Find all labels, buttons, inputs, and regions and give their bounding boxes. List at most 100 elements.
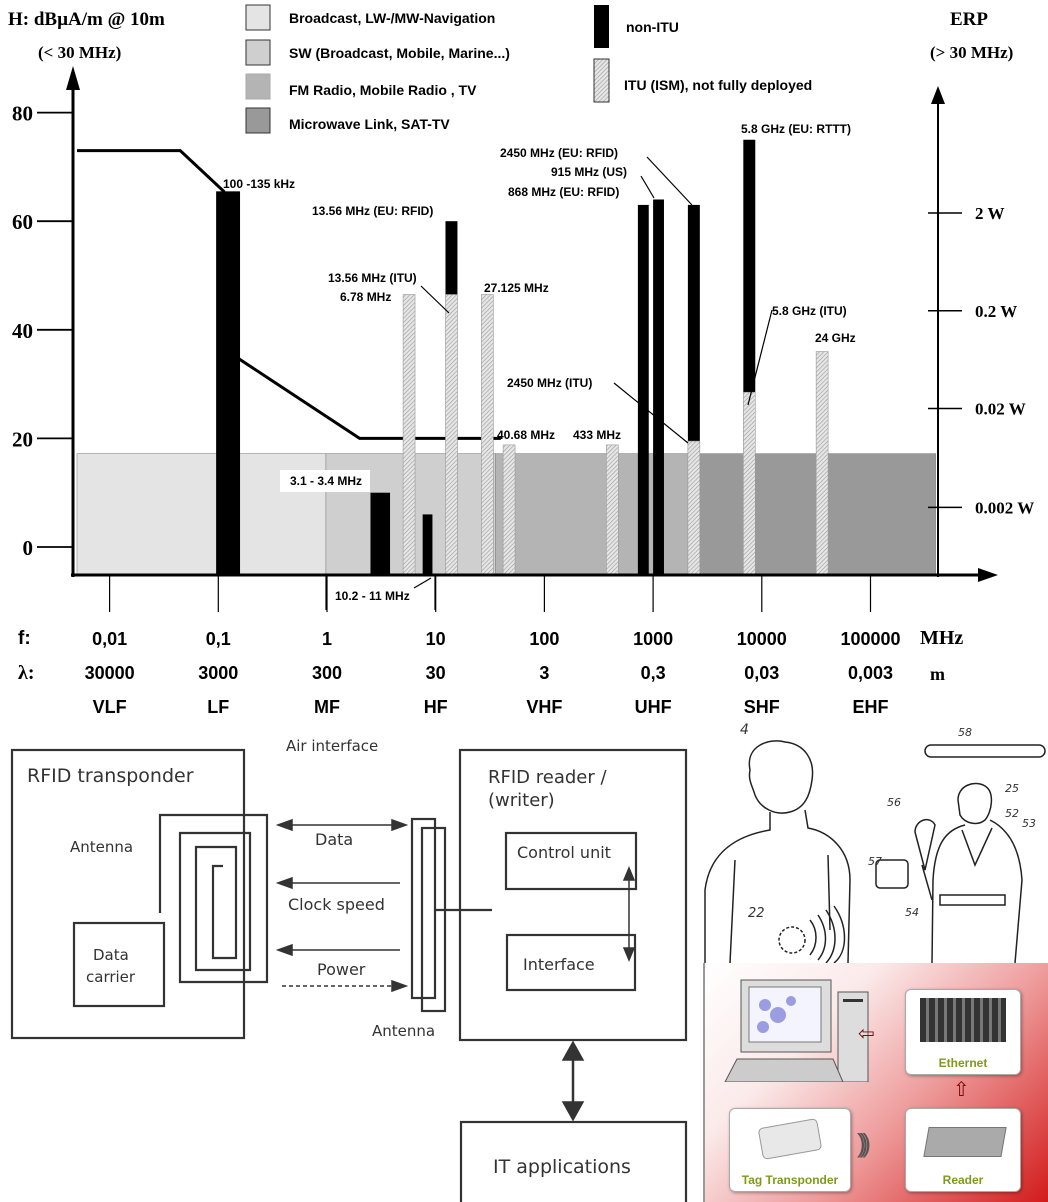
- y2-axis-title: ERP: [950, 9, 988, 30]
- handheld-device: [914, 818, 936, 901]
- data-carrier-line2: carrier: [86, 968, 136, 986]
- y-tick-label-80: 80: [12, 102, 33, 126]
- signal-power-label: Power: [317, 960, 366, 979]
- x-tick-lambda-1: 3000: [198, 663, 238, 683]
- legend-swatch-fm: [245, 73, 271, 100]
- limit-line: [76, 149, 501, 440]
- legend-swatch-microwave: [245, 107, 271, 134]
- bar-itu-5: [481, 294, 494, 576]
- x-band-4: VHF: [526, 697, 562, 717]
- label-100-135khz: 100 -135 kHz: [223, 177, 295, 191]
- label-13-56-itu: 13.56 MHz (ITU): [328, 271, 417, 285]
- x-tick-lambda-3: 30: [426, 663, 446, 683]
- x-band-5: UHF: [635, 697, 672, 717]
- y-axis-arrow: [66, 66, 80, 90]
- clock-arrow-head: [275, 876, 293, 890]
- reader-title-line1: RFID reader /: [488, 767, 607, 788]
- bar-itu-11: [743, 391, 756, 576]
- rfid-network-graphic: ⇦ Ethernet ⇧ Tag Transponder ))) Reader: [703, 963, 1048, 1202]
- legend-swatch-sw: [245, 39, 271, 66]
- label-13-56-eu: 13.56 MHz (EU: RFID): [312, 204, 433, 218]
- bar-non-itu-1: [370, 492, 391, 575]
- rfid-block-diagram: Air interface RFID transponder Antenna D…: [10, 737, 688, 1202]
- label-5-8-rttt: 5.8 GHz (EU: RTTT): [741, 122, 851, 136]
- it-applications-box: [459, 1120, 688, 1202]
- patent-label-58: 58: [958, 726, 972, 739]
- f-row-label: f:: [18, 628, 31, 649]
- reader-it-arrow-up: [561, 1040, 585, 1061]
- x-tick-lambda-6: 0,03: [744, 663, 779, 683]
- x-band-0: VLF: [93, 697, 127, 717]
- data-carrier-line1: Data: [93, 946, 129, 964]
- air-interface-label: Air interface: [286, 737, 378, 755]
- y2-tick-label-1: 0.2 W: [975, 302, 1017, 321]
- reader-antenna-front: [410, 817, 437, 1000]
- control-panel: [875, 859, 909, 889]
- label-2450-itu: 2450 MHz (ITU): [507, 376, 592, 390]
- y2-axis-arrow: [931, 86, 945, 104]
- legend: Broadcast, LW-/MW-Navigation SW (Broadca…: [245, 4, 812, 134]
- reader-box: [458, 748, 688, 1042]
- patent-label-53: 53: [1022, 817, 1036, 830]
- legend-label-itu: ITU (ISM), not fully deployed: [624, 77, 812, 93]
- x-tick-f-3: 10: [426, 629, 446, 649]
- transponder-coil: [158, 813, 269, 984]
- legend-label-microwave: Microwave Link, SAT-TV: [289, 116, 450, 132]
- control-unit-label: Control unit: [517, 843, 611, 862]
- y-tick-label-20: 20: [12, 427, 33, 451]
- tag-label: Tag Transponder: [741, 1173, 839, 1187]
- transponder-box: [10, 748, 246, 1040]
- lambda-unit-label: m: [930, 664, 945, 684]
- patent-label-52: 52: [1005, 807, 1019, 820]
- label-868: 868 MHz (EU: RFID): [508, 185, 619, 199]
- f-unit-label: MHz: [920, 627, 963, 649]
- legend-swatch-non-itu: [594, 5, 609, 48]
- x-band-2: MF: [314, 697, 340, 717]
- legend-label-fm: FM Radio, Mobile Radio , TV: [289, 82, 477, 98]
- x-band-3: HF: [424, 697, 448, 717]
- tag-card: Tag Transponder: [729, 1108, 851, 1192]
- y2-tick-label-3: 0.002 W: [975, 498, 1034, 517]
- ethernet-image: [920, 998, 1006, 1042]
- x-tick-lambda-4: 3: [539, 663, 549, 683]
- tag-image: [757, 1118, 823, 1160]
- reader-antenna-back: [420, 826, 447, 1013]
- label-40-68: 40.68 MHz: [497, 428, 555, 442]
- x-band-7: EHF: [853, 697, 889, 717]
- y-tick-label-0: 0: [23, 536, 34, 560]
- reader-card: Reader: [905, 1108, 1021, 1192]
- data-arrow-head-left: [275, 818, 293, 832]
- arrow-up-icon: ⇧: [953, 1079, 970, 1101]
- reader-bar: [924, 744, 1046, 758]
- patent-label-56: 56: [887, 796, 901, 809]
- label-24ghz: 24 GHz: [815, 331, 856, 345]
- bars: [216, 139, 829, 576]
- interface-box: [505, 933, 637, 992]
- patent-label-22: 22: [748, 906, 765, 921]
- legend-label-broadcast: Broadcast, LW-/MW-Navigation: [289, 10, 495, 26]
- label-3-1-3-4: 3.1 - 3.4 MHz: [290, 474, 362, 488]
- ethernet-label: Ethernet: [938, 1056, 988, 1070]
- x-tick-lambda-7: 0,003: [848, 663, 893, 683]
- wireless-icon: ))): [857, 1128, 871, 1158]
- it-applications-label: IT applications: [493, 1156, 631, 1178]
- belt: [939, 894, 1006, 906]
- y2-tick-label-2: 0.02 W: [975, 400, 1026, 419]
- limit-line-group: [76, 149, 501, 440]
- arrow-left-icon: ⇦: [858, 1023, 875, 1045]
- x-tick-f-1: 0,1: [206, 629, 231, 649]
- x-tick-lambda-5: 0,3: [641, 663, 666, 683]
- rfid-frequency-chart: H: dBµA/m @ 10m (< 30 MHz) ERP (> 30 MHz…: [8, 4, 1034, 717]
- person-left-head: [748, 740, 814, 814]
- reader-label: Reader: [942, 1173, 984, 1187]
- label-3-1-bg: [280, 470, 370, 492]
- x-axis-arrow: [978, 568, 998, 582]
- lambda-row-label: λ:: [18, 662, 34, 684]
- implanted-tag: [778, 926, 806, 954]
- y2-axis-subtitle: (> 30 MHz): [930, 43, 1013, 62]
- label-6-78: 6.78 MHz: [340, 290, 391, 304]
- bar-itu-7: [606, 444, 619, 576]
- patent-label-25: 25: [1005, 782, 1019, 795]
- leader-13-56-itu: [420, 285, 450, 314]
